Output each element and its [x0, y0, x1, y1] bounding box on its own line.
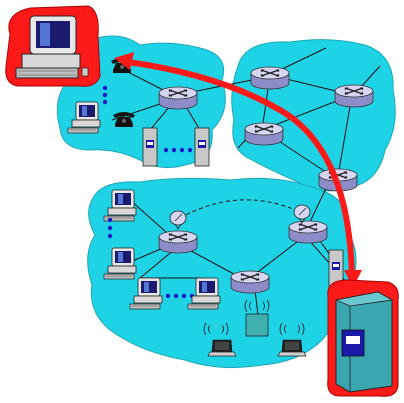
- dots: [102, 85, 108, 105]
- router-icon: [288, 220, 328, 244]
- router-icon: [230, 270, 270, 294]
- highlighted-desktop-computer: [5, 5, 101, 87]
- server-icon: [142, 127, 158, 167]
- server-icon: [334, 291, 394, 393]
- connection-arrow: [125, 59, 355, 283]
- network-cloud-bottom: [87, 177, 357, 369]
- dots: [107, 217, 113, 239]
- dots: [163, 147, 193, 153]
- satellite-dish-icon: [169, 210, 187, 230]
- wireless-link-dashed: [179, 199, 301, 219]
- satellite-dish-icon: [293, 204, 311, 224]
- router-icon: [334, 84, 374, 108]
- desktop-computer-icon: [15, 15, 89, 79]
- network-cloud-top-right: [231, 39, 396, 192]
- router-icon: [158, 86, 198, 110]
- arrowhead-down: [344, 270, 362, 288]
- highlighted-server: [327, 279, 399, 397]
- server-icon: [194, 127, 210, 167]
- router-icon: [158, 230, 198, 254]
- arrowhead-left: [114, 52, 134, 70]
- router-icon: [250, 66, 290, 90]
- wireless-access-point-icon: [244, 299, 270, 337]
- router-icon: [244, 122, 284, 146]
